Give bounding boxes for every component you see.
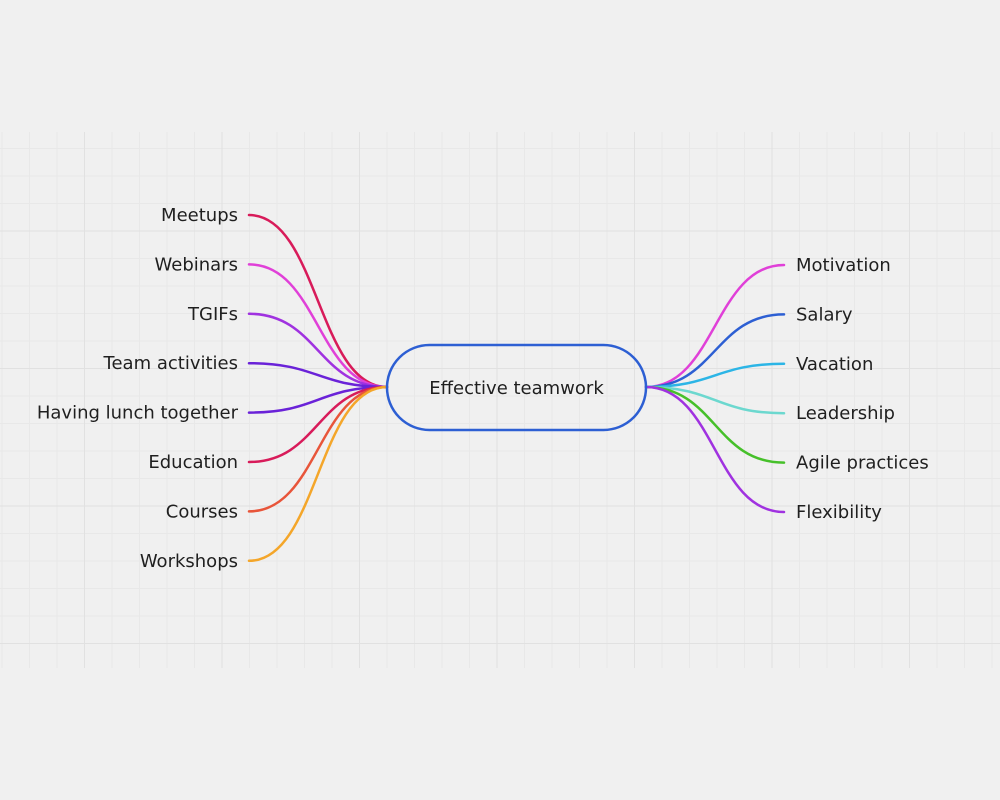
- branch-vacation[interactable]: Vacation: [644, 354, 873, 389]
- branch-connector: [247, 361, 389, 389]
- branch-connector: [644, 385, 786, 514]
- branch-connector: [644, 385, 786, 464]
- right-branches: MotivationSalaryVacationLeadershipAgile …: [644, 255, 929, 523]
- branch-label[interactable]: Motivation: [796, 255, 891, 276]
- branch-team-activities[interactable]: Team activities: [103, 353, 389, 389]
- branch-having-lunch-together[interactable]: Having lunch together: [37, 385, 389, 424]
- branch-label[interactable]: Education: [148, 452, 238, 473]
- branch-leadership[interactable]: Leadership: [644, 385, 895, 424]
- branch-connector: [247, 312, 389, 389]
- grid-background: [0, 132, 1000, 668]
- central-topic-shape[interactable]: [385, 343, 648, 432]
- branch-label[interactable]: TGIFs: [187, 304, 238, 325]
- branch-education[interactable]: Education: [148, 385, 389, 473]
- branch-connector: [247, 385, 389, 513]
- branch-label[interactable]: Courses: [166, 501, 238, 522]
- branch-courses[interactable]: Courses: [166, 385, 389, 522]
- branch-tgifs[interactable]: TGIFs: [187, 304, 389, 389]
- branch-label[interactable]: Agile practices: [796, 453, 929, 474]
- branch-label[interactable]: Workshops: [140, 551, 238, 572]
- branch-label[interactable]: Flexibility: [796, 502, 882, 523]
- branch-connector: [644, 313, 786, 389]
- branch-connector: [247, 385, 389, 563]
- branch-connector: [644, 385, 786, 415]
- branch-label[interactable]: Meetups: [161, 205, 238, 226]
- central-topic-label: Effective teamwork: [429, 378, 604, 399]
- branch-motivation[interactable]: Motivation: [644, 255, 891, 389]
- branch-label[interactable]: Team activities: [103, 353, 238, 374]
- branch-connector: [644, 263, 786, 389]
- branch-workshops[interactable]: Workshops: [140, 385, 389, 572]
- branch-label[interactable]: Leadership: [796, 403, 895, 424]
- branch-connector: [247, 213, 389, 389]
- branch-connector: [644, 362, 786, 389]
- branch-label[interactable]: Webinars: [155, 254, 238, 275]
- branch-meetups[interactable]: Meetups: [161, 205, 389, 389]
- branch-webinars[interactable]: Webinars: [155, 254, 389, 389]
- branch-flexibility[interactable]: Flexibility: [644, 385, 882, 523]
- branch-label[interactable]: Having lunch together: [37, 403, 239, 424]
- central-topic[interactable]: Effective teamwork: [385, 343, 648, 432]
- branch-connector: [247, 385, 389, 464]
- branch-connector: [247, 263, 389, 389]
- branch-agile-practices[interactable]: Agile practices: [644, 385, 929, 474]
- branch-connector: [247, 385, 389, 414]
- branch-label[interactable]: Salary: [796, 304, 853, 325]
- branch-label[interactable]: Vacation: [796, 354, 873, 375]
- branch-salary[interactable]: Salary: [644, 304, 853, 389]
